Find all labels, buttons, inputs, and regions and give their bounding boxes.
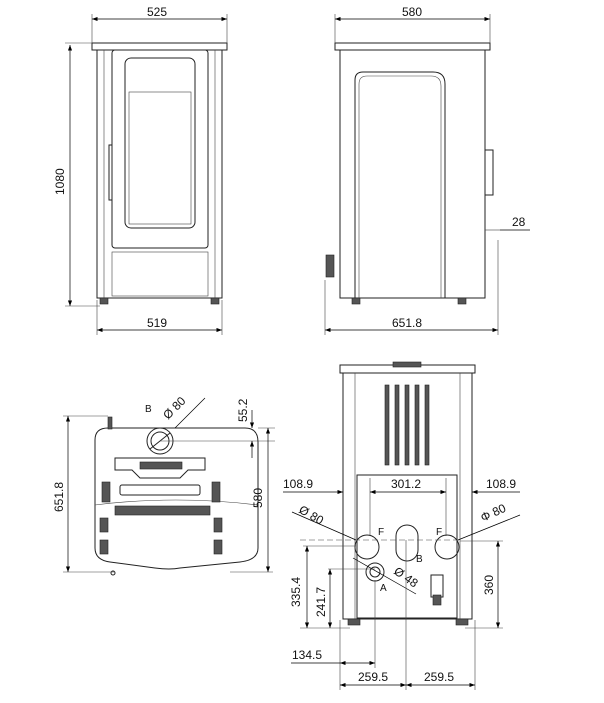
rear-height-335: 335.4 [289,577,303,607]
rear-pipe-label-right: F [436,527,442,538]
side-offset: 28 [512,215,526,229]
rear-oval-label: B [416,554,423,565]
top-depth: 651.8 [52,482,66,512]
side-depth: 651.8 [392,316,422,330]
rear-left-margin: 108.9 [283,477,313,491]
top-flue-diameter: Ø 80 [160,394,189,423]
rear-height-360: 360 [482,575,496,595]
rear-half-width-right: 259.5 [424,670,454,684]
rear-height-241: 241.7 [314,587,328,617]
rear-right-pipe-diameter: Φ 80 [478,501,508,525]
rear-half-width-left: 259.5 [358,670,388,684]
top-flue-offset: 55.2 [236,398,250,422]
top-flue-label: B [145,404,152,415]
top-body-depth: 580 [251,488,265,508]
rear-left-pipe-diameter: Ø 80 [297,502,327,527]
front-view: 525 1080 519 [53,5,228,335]
front-width-bottom: 519 [147,316,167,330]
rear-offset-134: 134.5 [292,648,322,662]
rear-right-margin: 108.9 [486,477,516,491]
front-height: 1080 [53,168,67,195]
top-view: B Ø 80 55.2 651.8 580 [52,394,275,576]
rear-pipe-label-left: F [378,527,384,538]
glass [124,57,196,229]
side-view: 580 651.8 28 [324,5,530,335]
rear-center-span: 301.2 [391,477,421,491]
rear-view: 108.9 301.2 108.9 Ø 80 Φ 80 F F B A Ø 48… [283,361,521,690]
door [111,49,209,249]
front-width-top: 525 [147,5,167,19]
rear-inlet-label: A [380,583,387,594]
side-width-top: 580 [402,5,422,19]
rear-vents [384,384,430,466]
